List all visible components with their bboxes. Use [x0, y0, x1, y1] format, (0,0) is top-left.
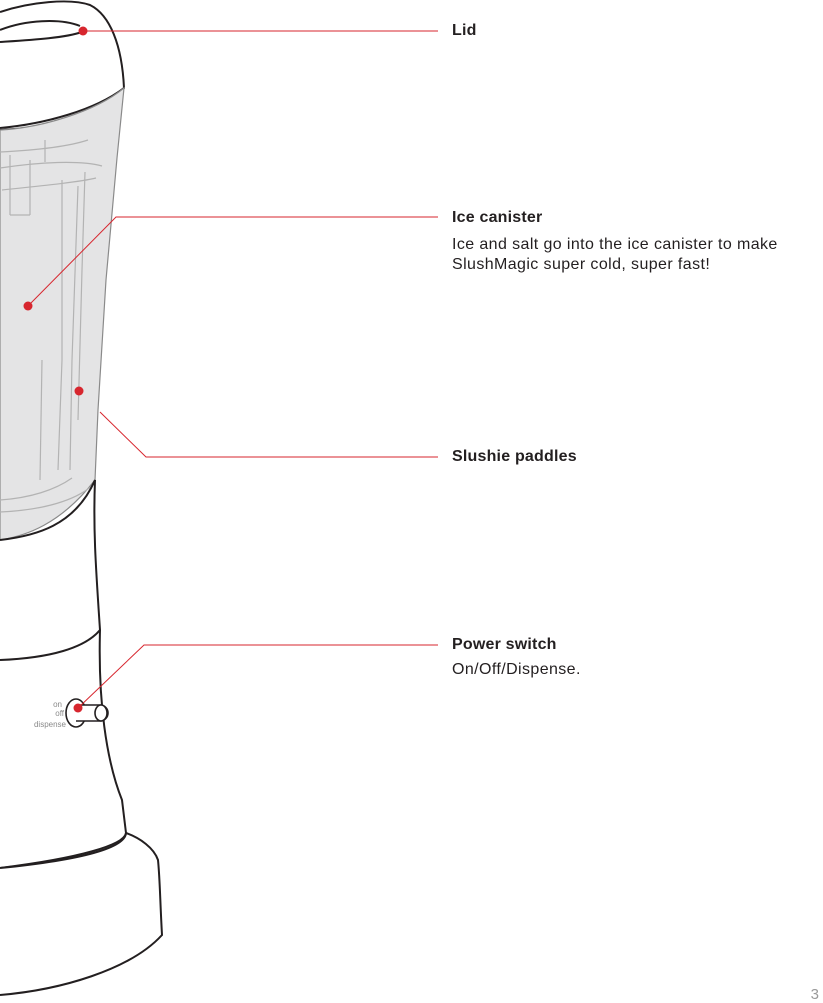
leader-line-power-switch — [77, 644, 438, 709]
base-illustration — [0, 479, 164, 996]
callout-title-power-switch: Power switch — [452, 636, 557, 653]
callout-desc-ice-canister: Ice and salt go into the ice canister to… — [452, 236, 778, 273]
callout-dots — [23, 26, 88, 713]
switch-label-off: off — [55, 709, 65, 718]
leader-line-ice-canister — [27, 216, 438, 307]
switch-label-dispense: dispense — [34, 720, 67, 729]
leader-line-slushie-paddles — [99, 411, 438, 458]
callout-title-slushie-paddles: Slushie paddles — [452, 448, 577, 465]
canister-illustration — [0, 86, 125, 541]
leader-lines — [27, 30, 438, 709]
callout-dot-ice-canister — [23, 301, 33, 311]
callout-desc-power-switch: On/Off/Dispense. — [452, 661, 581, 678]
callout-dot-slushie-paddles — [74, 386, 84, 396]
callout-dot-power-switch — [73, 703, 83, 713]
switch-position-labels: on off dispense — [34, 700, 67, 729]
page-number: 3 — [810, 986, 819, 1003]
power-switch-illustration: on off dispense — [34, 698, 109, 729]
callout-title-ice-canister: Ice canister — [452, 209, 543, 226]
switch-label-on: on — [53, 700, 62, 709]
callout-dot-lid — [78, 26, 88, 36]
callout-title-lid: Lid — [452, 22, 477, 39]
